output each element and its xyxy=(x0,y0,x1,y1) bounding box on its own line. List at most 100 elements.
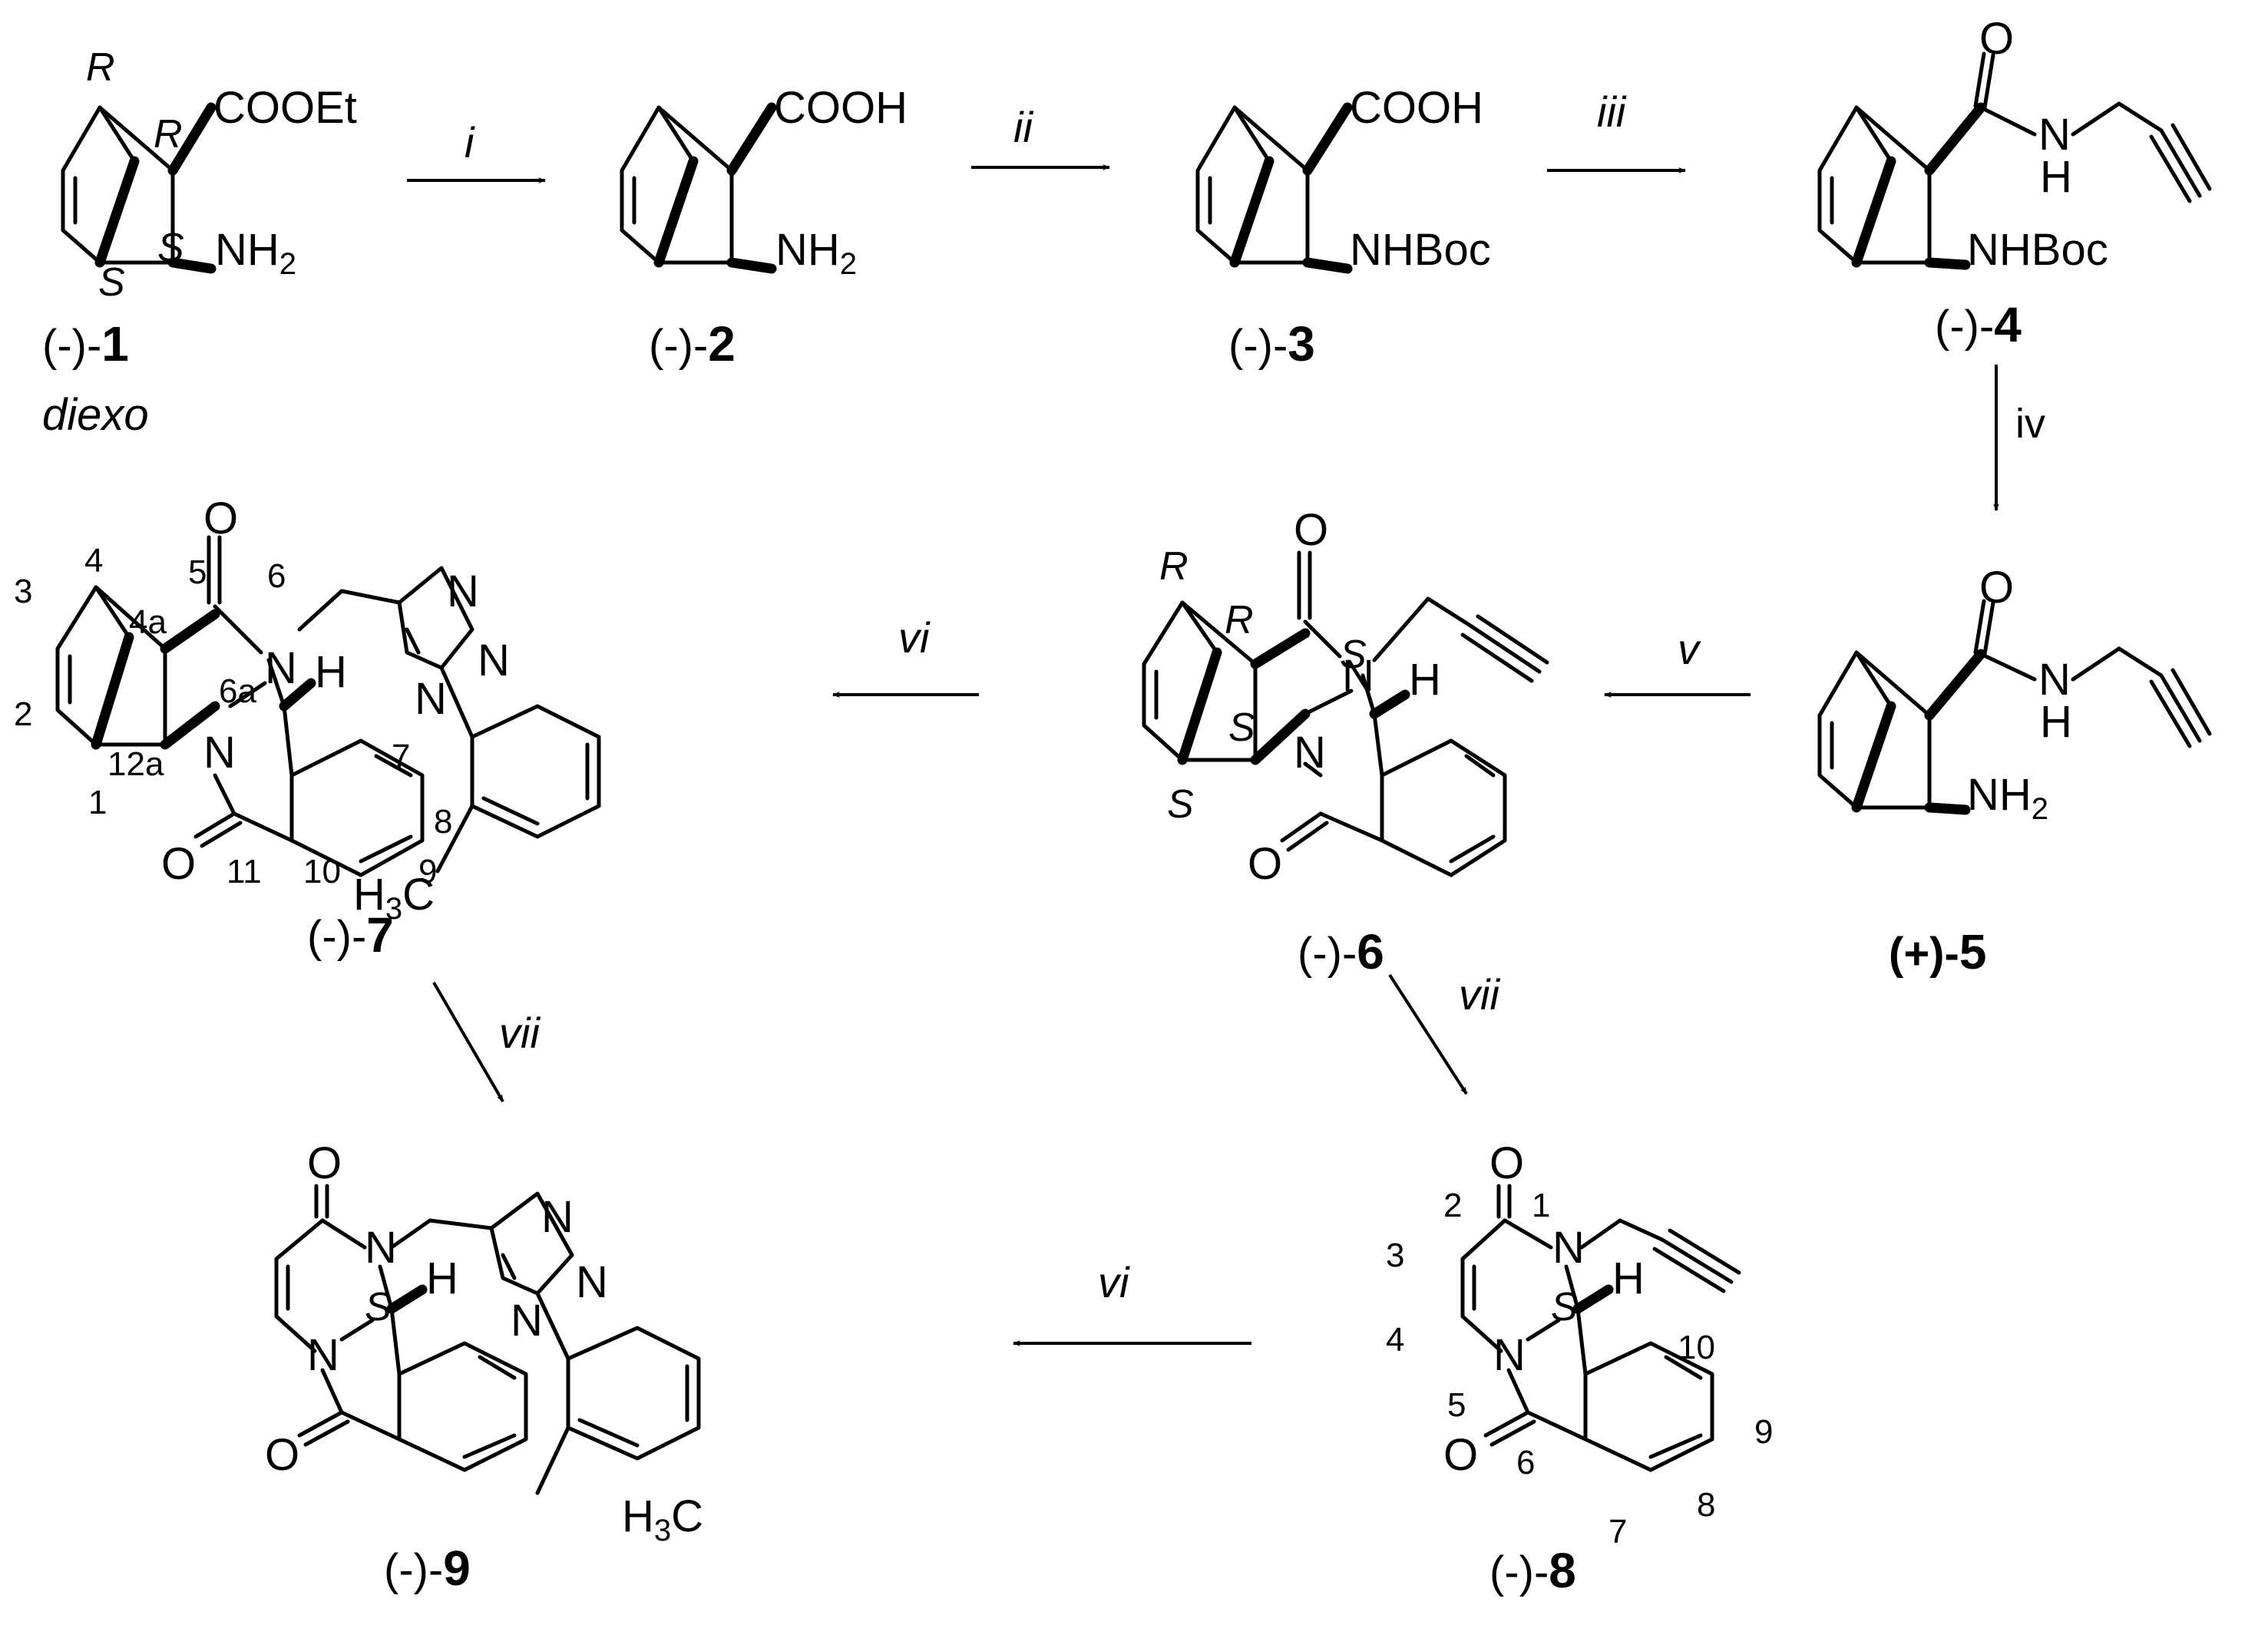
compound-4-carbonyl-o: O xyxy=(1979,14,2014,64)
compound-9-lactam-n: N xyxy=(307,1330,339,1380)
compound-7-atom-number: 7 xyxy=(392,738,410,775)
compound-4-amide-n: N xyxy=(2038,110,2071,160)
compound-8-label: (-)-8 xyxy=(1489,1543,1576,1598)
compound-8-atom-number: 2 xyxy=(1443,1187,1462,1224)
compound-6-stereo-label: S xyxy=(1228,705,1255,750)
compound-2-amine-group: NH2 xyxy=(775,225,857,281)
compound-6-label: (-)-6 xyxy=(1298,924,1384,979)
compound-4-label: (-)-4 xyxy=(1935,297,2022,352)
compound-7-amide-n: N xyxy=(265,643,297,693)
compound-1-ester-group: COOEt xyxy=(213,83,357,133)
compound-7-triazole-n: N xyxy=(447,566,479,616)
compound-3-acid-group: COOH xyxy=(1350,83,1483,133)
compound-6-lactam-o: O xyxy=(1248,839,1282,889)
compound-1-diexo-note: diexo xyxy=(42,390,149,440)
reagent-label-vi-top: vi xyxy=(898,613,931,662)
compound-9-lactam-o: O xyxy=(265,1430,299,1480)
compound-7-lactam-n: N xyxy=(203,728,236,778)
compound-8-stereo-label: S xyxy=(1551,1285,1578,1329)
compound-6-amide-n: N xyxy=(1342,651,1374,701)
compound-9-structure xyxy=(274,1184,701,1495)
compound-7-methyl-group: H3C xyxy=(353,870,435,926)
compound-8-atom-number: 4 xyxy=(1386,1321,1404,1359)
compound-9-stereo-label: S xyxy=(365,1285,392,1329)
reagent-label-iv: iv xyxy=(2015,401,2045,447)
compound-7-carbonyl-o: O xyxy=(203,494,238,543)
compound-7-triazole-n: N xyxy=(415,674,447,724)
compound-5-amide-n: N xyxy=(2038,655,2071,705)
compound-1-stereo-label: R xyxy=(86,45,115,90)
compound-1-stereo-label: R xyxy=(154,112,183,157)
compound-8-atom-number: 9 xyxy=(1754,1413,1773,1451)
compound-1-stereo-label: S xyxy=(98,260,125,305)
compound-7-structure xyxy=(55,535,601,877)
compound-8-lactam-o: O xyxy=(1443,1430,1478,1480)
compound-6-h: H xyxy=(1409,655,1441,705)
compound-1-structure xyxy=(61,102,217,274)
compound-2-label: (-)-2 xyxy=(649,316,736,372)
reagent-label-vi-bottom: vi xyxy=(1098,1258,1130,1306)
compound-6-stereo-label: R xyxy=(1159,544,1189,589)
compound-7-atom-number: 6a xyxy=(219,672,256,710)
compound-8-atom-number: 6 xyxy=(1516,1444,1535,1481)
compound-9-methyl-group: H3C xyxy=(622,1491,703,1547)
reagent-label-v: v xyxy=(1678,625,1701,673)
compound-7-lactam-o: O xyxy=(161,839,196,889)
compound-8-structure xyxy=(1460,1184,1741,1472)
compound-7-h: H xyxy=(315,647,347,697)
compound-9-triazole-n: N xyxy=(541,1192,574,1242)
compound-9-triazole-n: N xyxy=(576,1257,608,1307)
compound-8-h: H xyxy=(1612,1253,1645,1303)
compound-7-label: (-)-7 xyxy=(307,907,394,963)
compound-7-atom-number: 5 xyxy=(188,553,207,591)
compound-6-lactam-n: N xyxy=(1294,728,1326,778)
compound-1-label: (-)-1 xyxy=(42,316,129,372)
compound-6-stereo-label: S xyxy=(1167,782,1194,827)
compound-2-structure xyxy=(620,102,777,274)
compound-5-amine-group: NH2 xyxy=(1967,770,2048,826)
compound-4-boc-group: NHBoc xyxy=(1967,225,2108,275)
compound-8-atom-number: 8 xyxy=(1697,1486,1715,1524)
arrow-vii-right xyxy=(1388,973,1468,1095)
compound-1-stereo-label: S xyxy=(157,226,184,270)
reagent-label-i: i xyxy=(465,118,475,167)
compound-7-atom-number: 4a xyxy=(129,603,167,641)
compound-9-carbonyl-o: O xyxy=(307,1138,342,1188)
compound-7-triazole-n: N xyxy=(478,636,510,685)
compound-8-carbonyl-o: O xyxy=(1489,1138,1524,1188)
compound-7-atom-number: 1 xyxy=(88,784,107,821)
compound-9-label: (-)-9 xyxy=(384,1541,471,1596)
compound-6-stereo-label: R xyxy=(1225,598,1254,642)
compound-3-label: (-)-3 xyxy=(1228,316,1315,372)
compound-5-amide-h: H xyxy=(2040,697,2072,747)
compound-8-atom-number: 3 xyxy=(1386,1237,1404,1274)
compound-5-label: (+)-5 xyxy=(1889,924,1986,979)
arrow-vii-left xyxy=(432,981,504,1103)
compound-2-acid-group: COOH xyxy=(774,83,908,133)
compound-8-atom-number: 10 xyxy=(1678,1329,1715,1366)
reagent-label-ii: ii xyxy=(1013,103,1033,151)
compound-1-amine-group: NH2 xyxy=(215,225,296,281)
compound-8-atom-number: 5 xyxy=(1447,1386,1466,1424)
compound-8-atom-number: 1 xyxy=(1532,1187,1550,1224)
compound-6-stereo-label: S xyxy=(1340,632,1367,677)
compound-7-atom-number: 8 xyxy=(434,803,452,841)
compound-7-atom-number: 4 xyxy=(84,542,103,580)
compound-3-boc-group: NHBoc xyxy=(1350,225,1491,275)
compound-7-atom-number: 11 xyxy=(226,853,262,890)
compound-4-structure xyxy=(1817,51,2212,270)
compound-9-h: H xyxy=(426,1253,458,1303)
compound-7-atom-number: 12a xyxy=(107,745,164,783)
compound-6-carbonyl-o: O xyxy=(1294,505,1328,555)
compound-7-atom-number: 6 xyxy=(267,557,286,595)
compound-7-atom-number: 3 xyxy=(14,573,32,610)
compound-4-amide-h: H xyxy=(2040,152,2072,202)
compound-7-atom-number: 2 xyxy=(14,695,32,733)
compound-3-structure xyxy=(1195,102,1353,274)
reagent-label-iii: iii xyxy=(1597,88,1627,136)
compound-7-atom-number: 9 xyxy=(418,853,437,890)
compound-8-lactam-n: N xyxy=(1493,1330,1526,1380)
compound-5-structure xyxy=(1817,599,2212,815)
compound-9-triazole-n: N xyxy=(511,1296,543,1346)
